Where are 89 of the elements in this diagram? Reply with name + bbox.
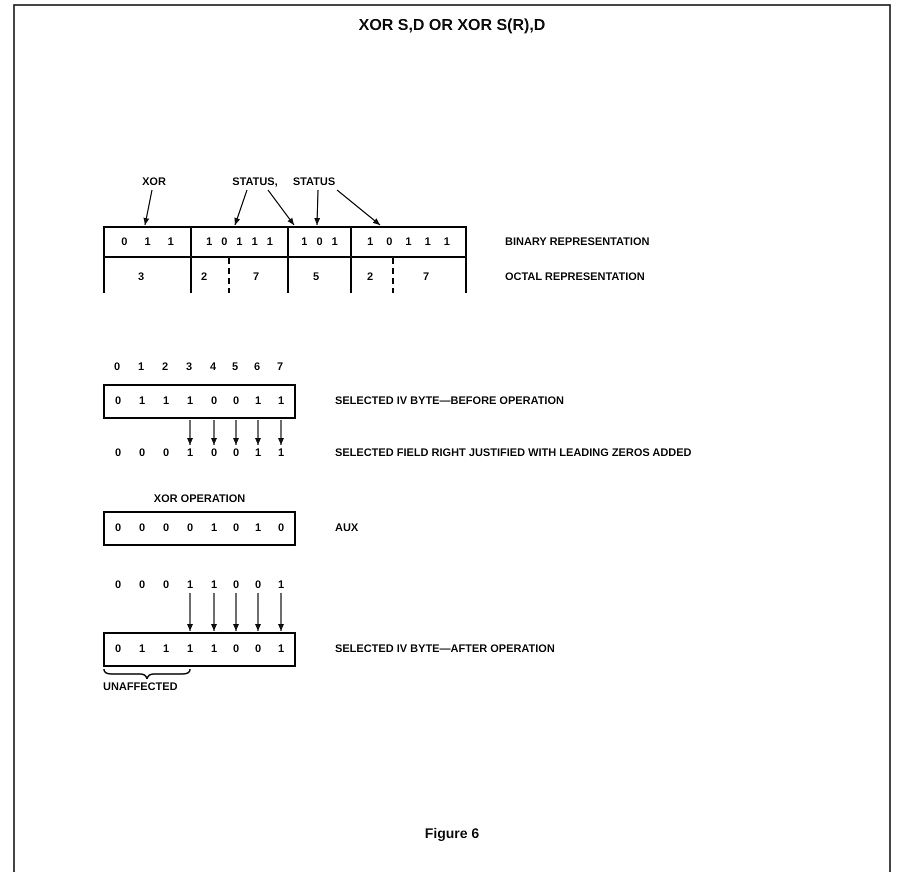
arrow <box>187 420 193 445</box>
bit-value: 0 <box>112 642 124 656</box>
field-label: XOR <box>138 175 170 189</box>
bit-field: 0 1 1 <box>103 226 192 258</box>
bit-field: 1 0 1 1 1 <box>190 226 289 258</box>
arrow <box>211 593 217 631</box>
bit-number: 7 <box>277 360 284 374</box>
bit-value: 0 <box>112 446 124 460</box>
bit-number: 0 <box>114 360 120 374</box>
bit-value: 1 <box>184 394 196 408</box>
field-label: STATUS, <box>226 175 284 189</box>
caption: Figure 6 <box>424 824 480 842</box>
bit-value: 0 <box>208 394 220 408</box>
bit-field: 1 0 1 1 1 <box>350 226 467 258</box>
register-box <box>103 632 296 667</box>
bit-value: 0 <box>275 521 287 535</box>
bit-value: 0 <box>252 642 264 656</box>
bit-number: 2 <box>162 360 168 374</box>
bit-value: 0 <box>160 446 172 460</box>
bit-value: 0 <box>136 578 148 592</box>
octal-digit: 2 <box>201 270 208 284</box>
bit-number: 6 <box>254 360 260 374</box>
arrow <box>255 593 261 631</box>
bit-value: 0 <box>112 394 124 408</box>
arrow <box>314 190 320 226</box>
bit-value: 0 <box>230 578 242 592</box>
bit-value: 1 <box>275 642 287 656</box>
bit-value: 1 <box>184 446 196 460</box>
register-box <box>103 511 296 546</box>
bit-number: 4 <box>210 360 216 374</box>
bit-value: 1 <box>160 394 172 408</box>
arrow <box>143 190 153 226</box>
field-label: STATUS <box>288 175 340 189</box>
bit-value: 0 <box>230 521 242 535</box>
arrow <box>187 593 193 631</box>
bit-value: 1 <box>275 394 287 408</box>
bit-number: 1 <box>138 360 144 374</box>
row-label: OCTAL REPRESENTATION <box>505 270 645 284</box>
arrow <box>233 420 239 445</box>
bit-value: 1 <box>208 578 220 592</box>
bit-value: 1 <box>275 578 287 592</box>
bit-field: 1 0 1 <box>287 226 352 258</box>
arrow <box>233 593 239 631</box>
bit-value: 1 <box>208 521 220 535</box>
row-label: SELECTED IV BYTE—BEFORE OPERATION <box>335 394 564 408</box>
row-label: SELECTED FIELD RIGHT JUSTIFIED WITH LEADING ZEROS ADDED <box>335 446 692 460</box>
bit-number: 3 <box>186 360 192 374</box>
bit-value: 1 <box>160 642 172 656</box>
bit-value: 0 <box>160 521 172 535</box>
bit-value: 0 <box>208 446 220 460</box>
bit-value: 1 <box>252 521 264 535</box>
arrow <box>336 190 380 226</box>
arrow <box>255 420 261 445</box>
bit-value: 0 <box>160 578 172 592</box>
bit-value: 0 <box>136 446 148 460</box>
bit-value: 1 <box>252 394 264 408</box>
bit-value: 1 <box>208 642 220 656</box>
bit-value: 1 <box>136 642 148 656</box>
octal-digit: 3 <box>138 270 144 284</box>
bit-value: 1 <box>252 446 264 460</box>
row-label: AUX <box>335 521 358 535</box>
bit-value: 0 <box>112 521 124 535</box>
bit-number: 5 <box>232 360 238 374</box>
box-heading: XOR OPERATION <box>152 492 246 506</box>
row-label: BINARY REPRESENTATION <box>505 235 650 249</box>
bit-value: 0 <box>136 521 148 535</box>
title: XOR S,D OR XOR S(R),D <box>358 16 546 36</box>
arrow <box>268 190 294 226</box>
octal-digit: 5 <box>313 270 320 284</box>
bit-value: 1 <box>184 642 196 656</box>
octal-digit: 7 <box>423 270 430 284</box>
bit-value: 1 <box>275 446 287 460</box>
arrow <box>234 190 248 226</box>
note: UNAFFECTED <box>103 680 178 694</box>
octal-digit: 7 <box>253 270 260 284</box>
arrow <box>278 593 284 631</box>
register-box <box>103 384 296 419</box>
bit-value: 1 <box>136 394 148 408</box>
bit-value: 0 <box>230 394 242 408</box>
bit-value: 0 <box>184 521 196 535</box>
octal-digit: 2 <box>367 270 374 284</box>
bit-value: 0 <box>230 642 242 656</box>
arrow <box>278 420 284 445</box>
row-label: SELECTED IV BYTE—AFTER OPERATION <box>335 642 555 656</box>
bit-value: 0 <box>230 446 242 460</box>
bit-value: 0 <box>252 578 264 592</box>
bit-value: 0 <box>112 578 124 592</box>
bit-value: 1 <box>184 578 196 592</box>
arrow <box>211 420 217 445</box>
